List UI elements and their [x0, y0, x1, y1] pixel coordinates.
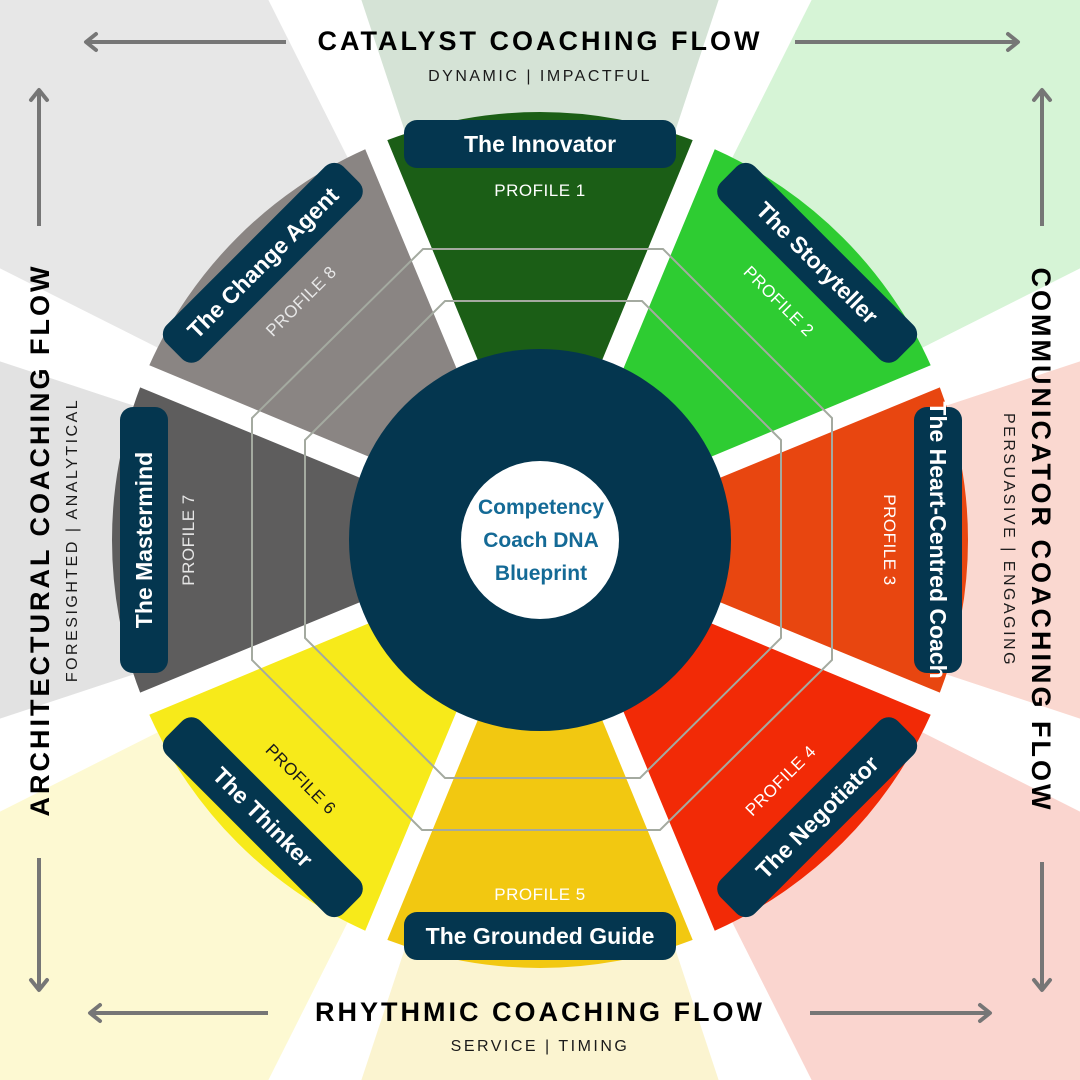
profile-name: The Heart-Centred Coach	[925, 401, 951, 678]
flow-subtitle-bottom: SERVICE | TIMING	[451, 1038, 630, 1055]
profile-number: PROFILE 1	[494, 181, 585, 200]
profile-name-pill[interactable]: The Heart-Centred Coach	[914, 401, 962, 679]
pill-background	[404, 912, 676, 960]
hub-line-3: Blueprint	[495, 562, 587, 585]
flow-subtitle-left: FORESIGHTED | ANALYTICAL	[64, 398, 81, 682]
arrowhead-down-icon	[29, 978, 49, 992]
profile-number: PROFILE 7	[179, 494, 198, 585]
flow-title-right: COMMUNICATOR COACHING FLOW	[1026, 268, 1056, 813]
profile-segments	[112, 112, 968, 968]
profile-number: PROFILE 3	[880, 494, 899, 585]
pill-background	[120, 407, 168, 673]
octagon-outlines	[251, 248, 833, 831]
arrowhead-right-icon	[978, 1003, 992, 1023]
arrowhead-up-icon	[29, 88, 49, 102]
profile-segment[interactable]	[715, 387, 968, 693]
arrowhead-left-icon	[88, 1003, 102, 1023]
hub-center	[461, 461, 619, 619]
flow-bottom: RHYTHMIC COACHING FLOW SERVICE | TIMING	[88, 997, 992, 1055]
pill-background	[162, 717, 363, 918]
arrowhead-right-icon	[1006, 32, 1020, 52]
flow-subtitle-top: DYNAMIC | IMPACTFUL	[428, 68, 652, 85]
profile-segment[interactable]	[621, 621, 931, 931]
pill-background	[162, 162, 363, 363]
flow-title-top: CATALYST COACHING FLOW	[318, 26, 763, 56]
pill-background	[717, 162, 918, 363]
profile-name-pill[interactable]: The Grounded Guide	[404, 912, 676, 960]
pill-background	[717, 717, 918, 918]
flow-title-bottom: RHYTHMIC COACHING FLOW	[315, 997, 765, 1027]
pill-background	[914, 407, 962, 673]
outer-octagon	[251, 248, 833, 831]
flow-subtitle-right: PERSUASIVE | ENGAGING	[1000, 413, 1017, 667]
profile-number: PROFILE 5	[494, 885, 585, 904]
flow-top: CATALYST COACHING FLOW DYNAMIC | IMPACTF…	[84, 26, 1020, 85]
profile-name: The Grounded Guide	[426, 923, 655, 949]
profile-segment[interactable]	[149, 149, 459, 459]
flow-title-left: ARCHITECTURAL COACHING FLOW	[25, 264, 55, 817]
profile-name: The Innovator	[464, 131, 616, 157]
flow-left: ARCHITECTURAL COACHING FLOW FORESIGHTED …	[25, 88, 81, 992]
arrowhead-up-icon	[1032, 88, 1052, 102]
arrowhead-down-icon	[1032, 978, 1052, 992]
profile-name-pill[interactable]: The Mastermind	[120, 407, 168, 673]
arrowhead-left-icon	[84, 32, 98, 52]
inner-octagon	[304, 300, 782, 779]
profile-segment[interactable]	[621, 149, 931, 459]
profile-segment[interactable]	[149, 621, 459, 931]
profile-name: The Mastermind	[131, 452, 157, 628]
profile-segment[interactable]	[112, 387, 365, 693]
hub-line-1: Competency	[478, 496, 604, 519]
profile-name-pill[interactable]: The Innovator	[404, 120, 676, 168]
hub-line-2: Coach DNA	[483, 529, 599, 552]
flow-right: COMMUNICATOR COACHING FLOW PERSUASIVE | …	[1000, 88, 1056, 992]
pill-background	[404, 120, 676, 168]
